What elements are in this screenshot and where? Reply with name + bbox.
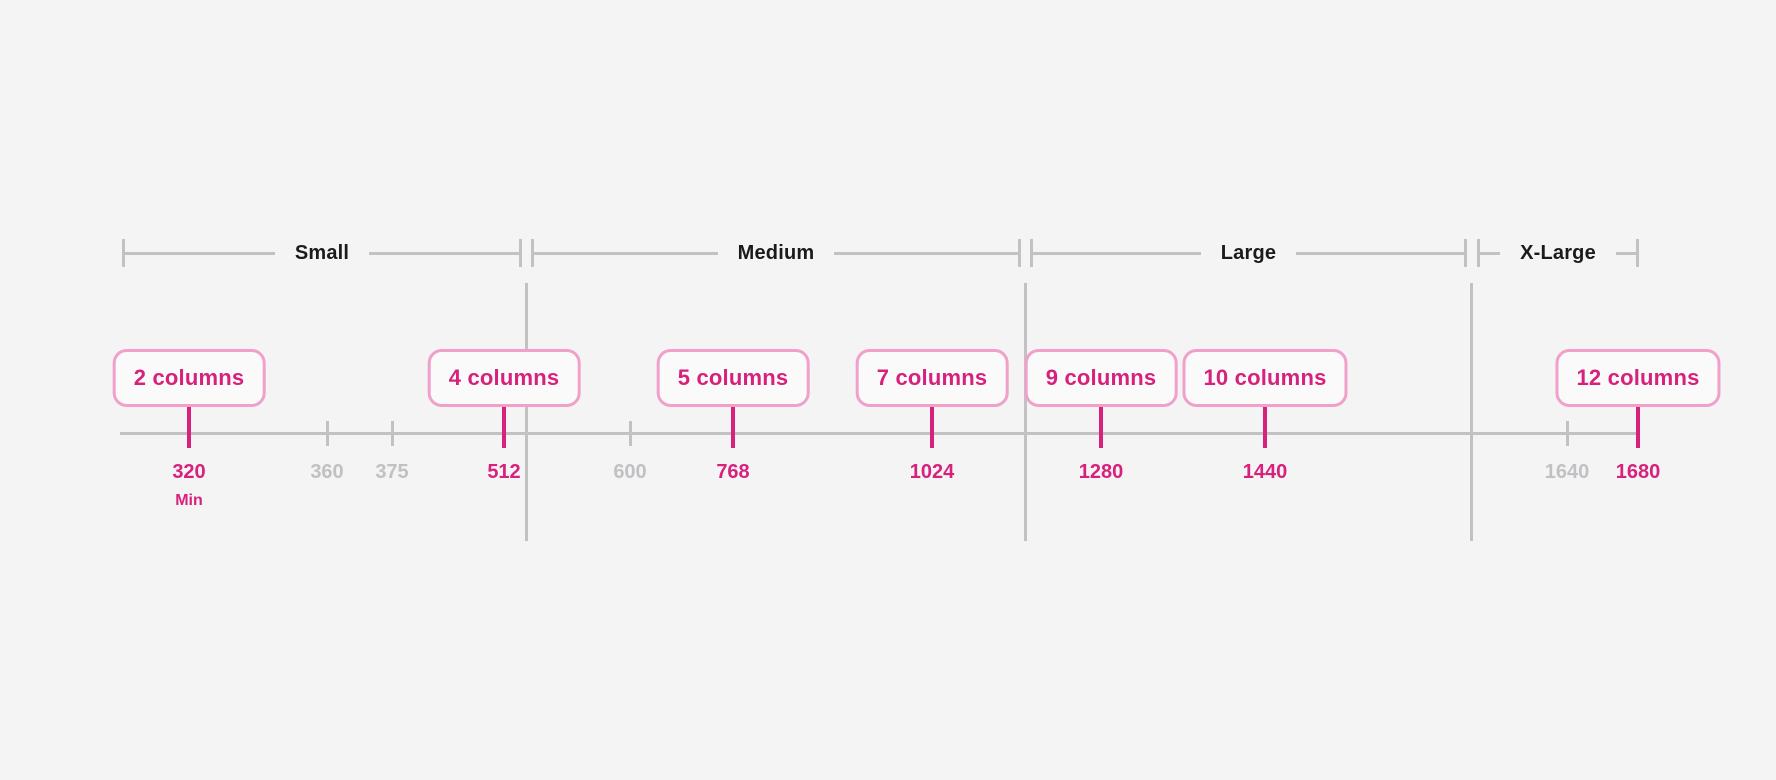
- bracket-end-cap: [1464, 239, 1467, 267]
- bracket-line: [1033, 251, 1201, 255]
- bracket-xlarge: X-Large: [1477, 239, 1639, 267]
- value-label-768: 768: [716, 461, 750, 483]
- breakpoint-tick-1440: [1263, 406, 1267, 448]
- axis-line: [120, 432, 1637, 435]
- bracket-line: [534, 251, 718, 255]
- bracket-line: [1480, 251, 1501, 255]
- columns-badge-5: 5 columns: [656, 349, 810, 407]
- breakpoint-tick-320: [187, 406, 191, 448]
- section-divider-medium-large: [1024, 283, 1027, 541]
- bracket-end-cap: [531, 239, 534, 267]
- bracket-label-large: Large: [1220, 241, 1277, 264]
- minor-tick-375: [391, 421, 394, 446]
- breakpoint-tick-1280: [1099, 406, 1103, 448]
- bracket-line: [369, 251, 520, 255]
- bracket-end-cap: [122, 239, 125, 267]
- bracket-large: Large: [1030, 239, 1467, 267]
- value-label-1640: 1640: [1544, 461, 1590, 483]
- value-label-375: 375: [375, 461, 409, 483]
- bracket-small: Small: [122, 239, 523, 267]
- value-label-360: 360: [310, 461, 344, 483]
- breakpoint-tick-512: [502, 406, 506, 448]
- bracket-line: [125, 251, 275, 255]
- minor-tick-1640: [1566, 421, 1569, 446]
- bracket-label-small: Small: [294, 241, 350, 264]
- value-label-1680: 1680: [1615, 461, 1661, 483]
- value-label-1280: 1280: [1078, 461, 1124, 483]
- columns-badge-2: 2 columns: [112, 349, 266, 407]
- value-label-512: 512: [487, 461, 521, 483]
- minor-tick-360: [326, 421, 329, 446]
- bracket-label-medium: Medium: [737, 241, 815, 264]
- min-note: Min: [175, 492, 203, 509]
- bracket-end-cap: [519, 239, 523, 267]
- bracket-medium: Medium: [531, 239, 1022, 267]
- bracket-end-cap: [1477, 239, 1480, 267]
- value-label-600: 600: [613, 461, 647, 483]
- value-label-320: 320: [172, 461, 206, 483]
- bracket-line: [1615, 251, 1636, 255]
- bracket-end-cap: [1636, 239, 1639, 267]
- section-divider-small-medium: [525, 283, 528, 541]
- columns-badge-12: 12 columns: [1555, 349, 1721, 407]
- bracket-end-cap: [1018, 239, 1022, 267]
- columns-badge-4: 4 columns: [427, 349, 581, 407]
- columns-badge-10: 10 columns: [1182, 349, 1348, 407]
- breakpoint-tick-768: [731, 406, 735, 448]
- breakpoint-tick-1024: [930, 406, 934, 448]
- columns-badge-7: 7 columns: [855, 349, 1009, 407]
- columns-badge-9: 9 columns: [1024, 349, 1178, 407]
- breakpoint-tick-1680: [1636, 406, 1640, 448]
- bracket-line: [834, 251, 1019, 255]
- value-label-1024: 1024: [909, 461, 955, 483]
- value-label-1440: 1440: [1242, 461, 1288, 483]
- bracket-label-xlarge: X-Large: [1520, 241, 1596, 264]
- bracket-line: [1296, 251, 1464, 255]
- section-divider-large-xlarge: [1470, 283, 1473, 541]
- minor-tick-600: [629, 421, 632, 446]
- bracket-end-cap: [1030, 239, 1033, 267]
